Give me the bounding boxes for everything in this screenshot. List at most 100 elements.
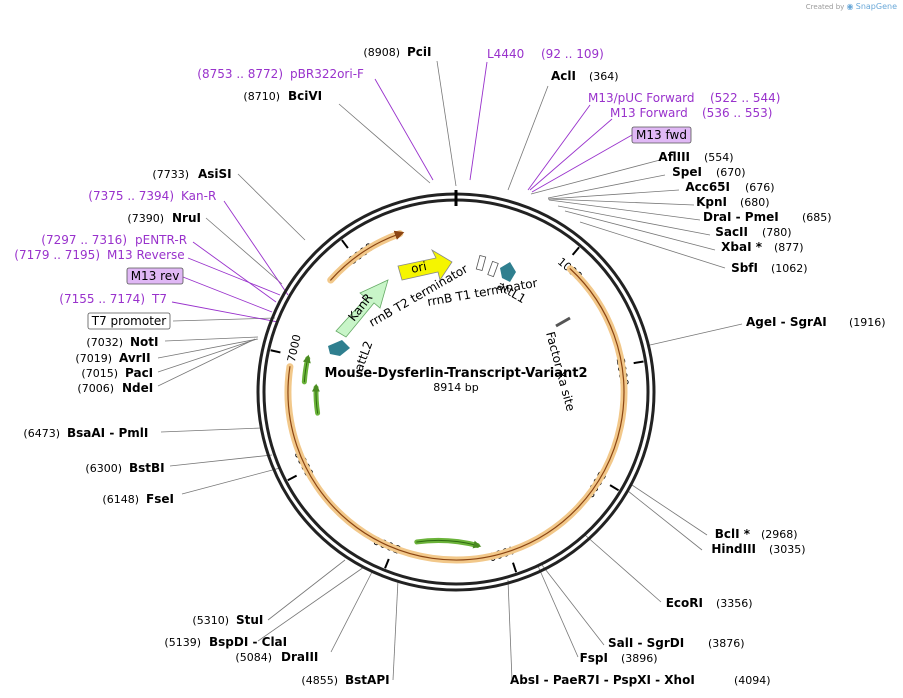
svg-text:(7375 .. 7394): (7375 .. 7394) [88, 189, 174, 203]
site-xbai[interactable]: XbaI *(877) [721, 240, 803, 254]
site-acc65i[interactable]: Acc65I(676) [685, 180, 774, 194]
svg-text:(7179 .. 7195): (7179 .. 7195) [14, 248, 100, 262]
site-paci[interactable]: (7015) PacI [81, 366, 153, 380]
svg-text:(8753 .. 8772): (8753 .. 8772) [197, 67, 283, 81]
site-draiii[interactable]: (5084) DraIII [235, 650, 318, 664]
t7-promoter-box[interactable]: T7 promoter [87, 312, 171, 330]
site-fspi[interactable]: FspI (3896) [580, 651, 658, 665]
svg-text:(8710): (8710) [243, 90, 280, 103]
ori-label: ori [410, 259, 428, 276]
svg-text:(7733): (7733) [152, 168, 189, 181]
primer-pbr322ori-f[interactable]: (8753 .. 8772) pBR322ori-F [197, 67, 364, 81]
svg-text:FseI: FseI [146, 492, 174, 506]
svg-text:M13 rev: M13 rev [131, 269, 180, 283]
svg-text:SalI - SgrDI: SalI - SgrDI [608, 636, 684, 650]
site-bsaai-pmli[interactable]: (6473)BsaAI - PmlI [23, 426, 148, 440]
site-kpni[interactable]: KpnI (680) [696, 195, 770, 209]
site-agei-sgrai[interactable]: AgeI - SgrAI(1916) [746, 315, 886, 329]
site-pcii[interactable]: (8908)PciI [363, 45, 431, 59]
site-acli[interactable]: AclI(364) [551, 69, 619, 83]
site-aflii[interactable]: AflIII(554) [658, 150, 733, 164]
primer-t7[interactable]: (7155 .. 7174)T7 [59, 292, 167, 306]
svg-text:T7: T7 [151, 292, 167, 306]
site-sacii[interactable]: SacII(780) [715, 225, 791, 239]
site-ndei[interactable]: (7006)NdeI [77, 381, 153, 395]
primer-m13-forward[interactable]: M13 Forward (536 .. 553) [610, 106, 772, 120]
svg-text:HindIII: HindIII [711, 542, 756, 556]
svg-text:(3896): (3896) [621, 652, 658, 665]
site-sbfi[interactable]: SbfI(1062) [731, 261, 808, 275]
svg-text:L4440: L4440 [487, 47, 524, 61]
svg-text:AvrII: AvrII [119, 351, 151, 365]
svg-text:AsiSI: AsiSI [198, 167, 232, 181]
site-bstbi[interactable]: (6300)BstBI [85, 461, 164, 475]
kanr-arrow [335, 279, 389, 338]
site-bstapi[interactable]: (4855)BstAPI [301, 673, 389, 687]
site-absi-xhoi[interactable]: AbsI - PaeR7I - PspXI - XhoI(4094) [510, 673, 771, 687]
svg-text:(554): (554) [704, 151, 734, 164]
primer-m13-reverse[interactable]: (7179 .. 7195) M13 Reverse [14, 248, 184, 262]
svg-text:BclI *: BclI * [715, 527, 751, 541]
svg-text:Kan-R: Kan-R [181, 189, 216, 203]
primer-pentr-r[interactable]: (7297 .. 7316)pENTR-R [41, 233, 187, 247]
svg-text:M13 Forward: M13 Forward [610, 106, 688, 120]
svg-text:(5084): (5084) [235, 651, 272, 664]
svg-text:BciVI: BciVI [288, 89, 322, 103]
svg-text:(7032): (7032) [86, 336, 123, 349]
orf-main-line [287, 268, 625, 561]
svg-text:KpnI: KpnI [696, 195, 727, 209]
svg-text:NotI: NotI [130, 335, 159, 349]
m13-fwd-box[interactable]: M13 fwd [631, 126, 692, 144]
site-ecori[interactable]: EcoRI(3356) [666, 596, 753, 610]
svg-text:FspI: FspI [580, 651, 608, 665]
site-sali-sgrdi[interactable]: SalI - SgrDI(3876) [608, 636, 745, 650]
snapgene-logo-icon: ◉ [846, 2, 854, 11]
site-fsei[interactable]: (6148) FseI [102, 492, 174, 506]
tick-mark [287, 474, 298, 482]
primer-labels: (8753 .. 8772) pBR322ori-F L4440(92 .. 10… [14, 47, 780, 306]
svg-text:EcoRI: EcoRI [666, 596, 703, 610]
credit-brand: SnapGene [855, 2, 897, 11]
site-stui[interactable]: (5310)StuI [192, 613, 263, 627]
orf-arcs [284, 230, 628, 564]
svg-text:(7297 .. 7316): (7297 .. 7316) [41, 233, 127, 247]
orf-main-fill [284, 265, 628, 564]
svg-text:M13 Reverse: M13 Reverse [107, 248, 185, 262]
site-bspdi-clai[interactable]: (5139)BspDI - ClaI [164, 635, 287, 649]
svg-text:(877): (877) [774, 241, 804, 254]
tick-mark [270, 349, 281, 354]
svg-text:pBR322ori-F: pBR322ori-F [290, 67, 364, 81]
svg-text:(5310): (5310) [192, 614, 229, 627]
m13-rev-box[interactable]: M13 rev [126, 267, 184, 285]
svg-text:M13/pUC Forward: M13/pUC Forward [588, 91, 695, 105]
svg-text:(536 .. 553): (536 .. 553) [702, 106, 772, 120]
site-bcivi[interactable]: (8710) BciVI [243, 89, 322, 103]
site-hindiii[interactable]: HindIII(3035) [711, 542, 805, 556]
svg-text:(685): (685) [802, 211, 832, 224]
tick-mark [571, 246, 580, 256]
svg-text:SacII: SacII [715, 225, 748, 239]
site-spei[interactable]: SpeI(670) [672, 165, 745, 179]
site-noti[interactable]: (7032) NotI [86, 335, 158, 349]
plasmid-title: Mouse-Dysferlin-Transcript-Variant2 [324, 366, 587, 381]
svg-text:(2968): (2968) [761, 528, 798, 541]
credit-prefix: Created by [805, 3, 845, 11]
site-asisi[interactable]: (7733) AsiSI [152, 167, 231, 181]
svg-text:SpeI: SpeI [672, 165, 702, 179]
svg-text:PacI: PacI [125, 366, 153, 380]
svg-text:(6148): (6148) [102, 493, 139, 506]
site-drai-pmei[interactable]: DraI - PmeI(685) [703, 210, 832, 224]
tick-mark [512, 562, 518, 573]
svg-text:(7015): (7015) [81, 367, 118, 380]
svg-text:M13 fwd: M13 fwd [636, 128, 687, 142]
site-nrui[interactable]: (7390)NruI [127, 211, 201, 225]
svg-text:BstBI: BstBI [129, 461, 165, 475]
primer-l4440[interactable]: L4440(92 .. 109) [487, 47, 604, 61]
restriction-site-labels: (8908)PciI AclI(364) (8710) BciVI AflIII(… [23, 45, 885, 687]
svg-text:(680): (680) [740, 196, 770, 209]
site-bcli[interactable]: BclI * (2968) [715, 527, 798, 541]
primer-kan-r[interactable]: (7375 .. 7394) Kan-R [88, 189, 216, 203]
svg-text:DraIII: DraIII [281, 650, 318, 664]
primer-m13-puc-forward[interactable]: M13/pUC Forward(522 .. 544) [588, 91, 780, 105]
site-avrii[interactable]: (7019)AvrII [75, 351, 150, 365]
